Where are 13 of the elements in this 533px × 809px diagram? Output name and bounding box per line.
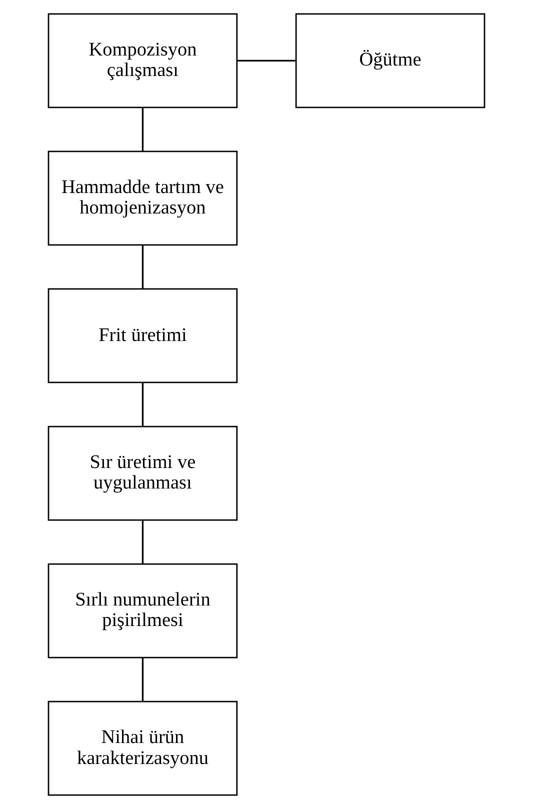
node-box: Frit üretimi — [48, 288, 238, 384]
node-box: Nihai ürün karakterizasyonu — [48, 700, 238, 796]
node-box: Öğütme — [295, 13, 486, 108]
node-box: Kompozisyon çalışması — [48, 13, 238, 108]
connector — [142, 520, 144, 564]
connector — [237, 60, 296, 62]
connector — [142, 108, 144, 152]
node-box: Sırlı numunelerin pişirilmesi — [48, 563, 238, 658]
connector — [142, 382, 144, 426]
connector — [142, 245, 144, 289]
connector — [142, 658, 144, 702]
node-box: Hammadde tartım ve homojenizasyon — [48, 150, 238, 246]
node-box: Sır üretimi ve uygulanması — [48, 426, 238, 521]
